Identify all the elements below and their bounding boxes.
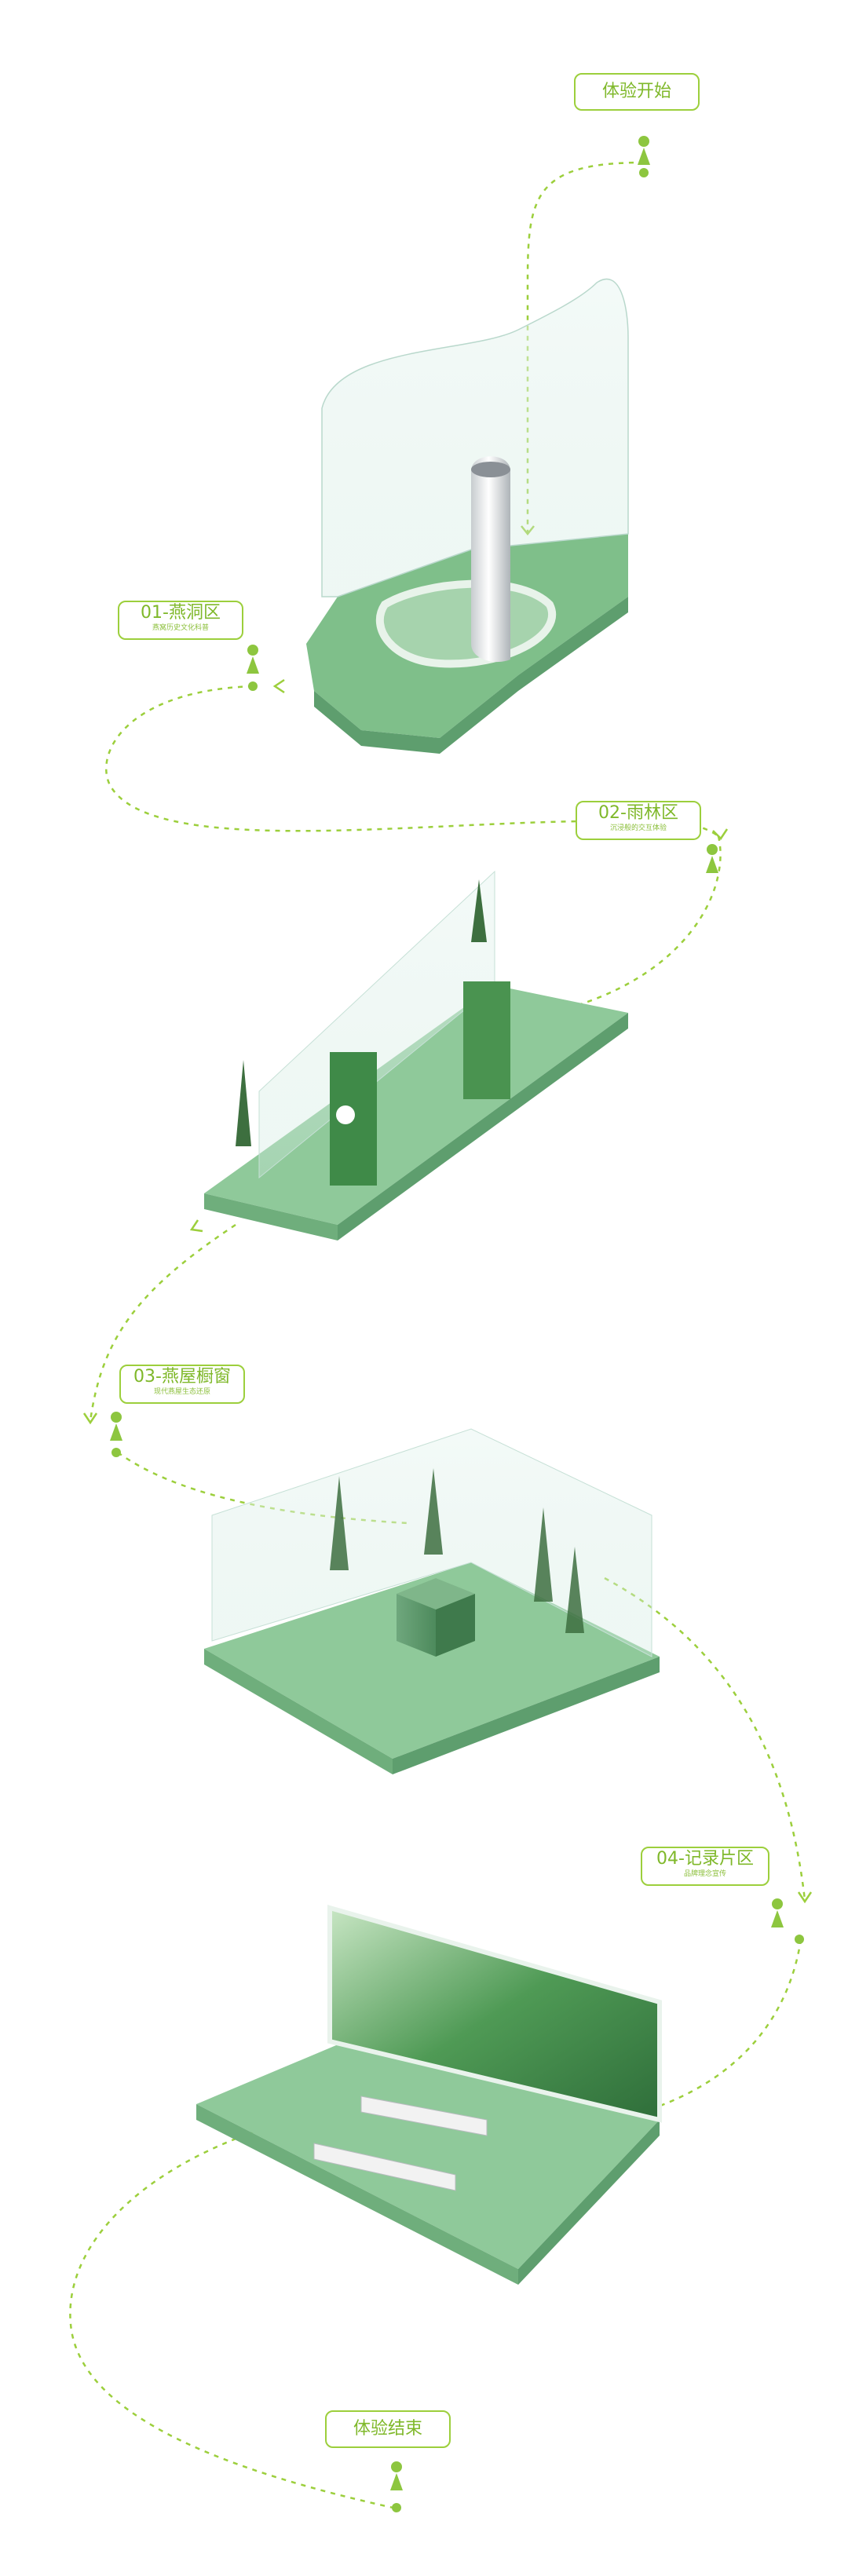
zone-03-title: 03-燕屋橱窗 xyxy=(133,1367,231,1387)
end-label: 体验结束 xyxy=(325,2410,451,2448)
zone-01-title: 01-燕洞区 xyxy=(141,603,221,623)
person-marker-end xyxy=(390,2461,403,2512)
zone-01-subtitle: 燕窝历史文化科普 xyxy=(152,624,209,632)
zone-04-subtitle: 品牌理念宣传 xyxy=(683,1870,726,1878)
person-marker-zone-03 xyxy=(110,1412,122,1457)
zone-02-rainforest-model xyxy=(204,870,628,1240)
zone-02-subtitle: 沉浸般的交互体验 xyxy=(609,824,667,832)
zone-04-documentary-model xyxy=(196,1905,662,2285)
flow-arrows xyxy=(82,525,813,2136)
zone-02-title: 02-雨林区 xyxy=(598,803,678,823)
zone-03-label: 03-燕屋橱窗 现代燕屋生态还原 xyxy=(119,1365,245,1404)
person-marker-zone-02 xyxy=(706,844,718,873)
zone-03-subtitle: 现代燕屋生态还原 xyxy=(153,1388,210,1396)
start-label: 体验开始 xyxy=(574,73,700,111)
zone-01-cave-model xyxy=(306,278,629,754)
start-label-text: 体验开始 xyxy=(601,82,671,101)
person-marker-zone-01 xyxy=(247,645,259,691)
person-marker-start xyxy=(638,136,650,177)
zone-04-label: 04-记录片区 品牌理念宣传 xyxy=(641,1847,769,1886)
end-label-text: 体验结束 xyxy=(353,2419,422,2439)
zone-03-bird-house-model xyxy=(204,1428,660,1774)
zone-02-label: 02-雨林区 沉浸般的交互体验 xyxy=(576,801,701,840)
zone-04-title: 04-记录片区 xyxy=(656,1849,754,1869)
zone-01-label: 01-燕洞区 燕窝历史文化科普 xyxy=(118,601,243,640)
person-marker-zone-04 xyxy=(771,1898,804,1944)
